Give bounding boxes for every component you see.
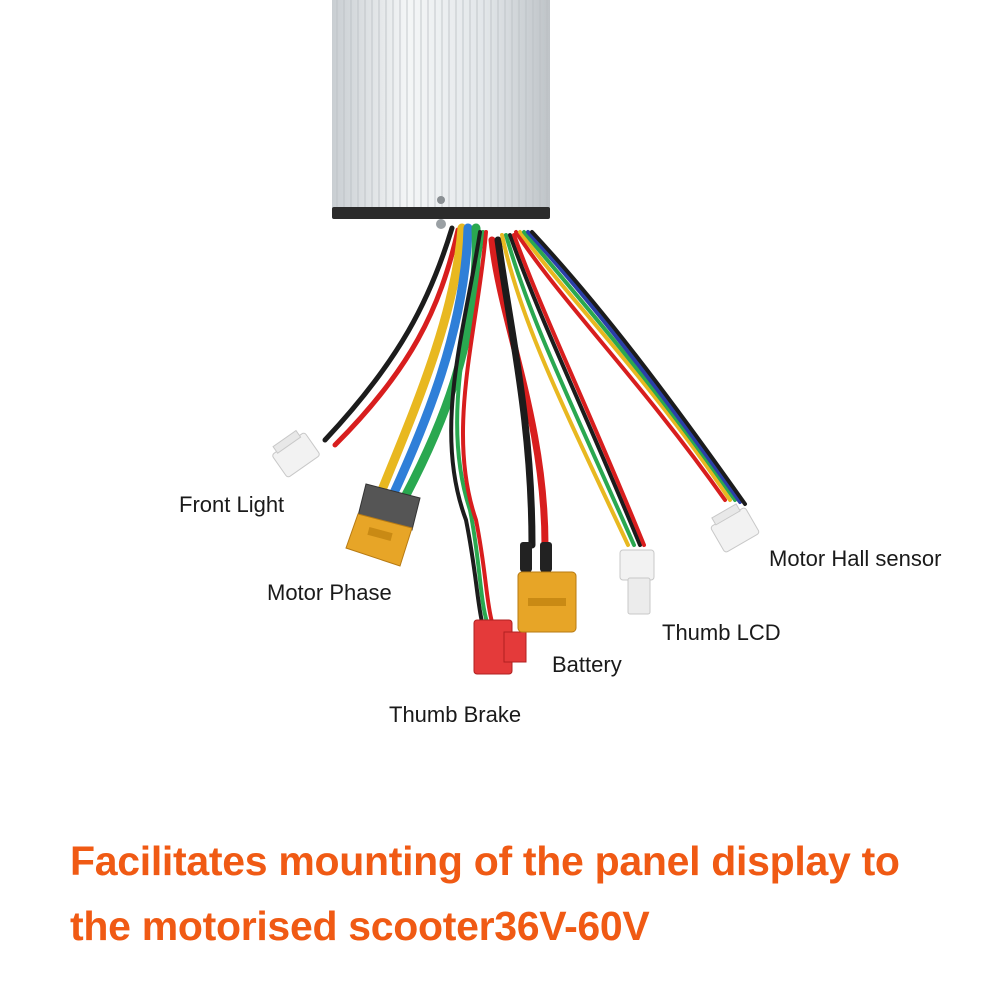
wire-lcd-green [504,233,636,547]
wire-phase-yellow [375,223,467,500]
label-motor-phase: Motor Phase [267,580,392,605]
caption-line-1: Facilitates mounting of the panel displa… [70,838,900,884]
hall-sensor-connector [710,503,760,553]
wire-hall-black [530,230,747,506]
motor-phase-connector [345,483,421,567]
wire-lcd-black [508,233,642,547]
thumb-lcd-connector [619,549,655,615]
wire-brake-green [455,230,489,624]
grommet-icon [436,219,446,229]
label-thumb-lcd: Thumb LCD [662,620,781,645]
wire-front-light-red [332,227,461,448]
wire-hall-red [514,230,727,502]
wire-brake-red [461,230,494,624]
wire-lcd-yellow [500,233,630,547]
wire-brake-black [449,230,484,624]
wire-front-light-black [322,225,455,443]
label-battery: Battery [552,652,622,677]
front-light-connector [272,429,320,478]
caption-line-2: the motorised scooter36V-60V [70,903,650,949]
screw-icon [437,196,445,204]
wire-bundle [322,223,747,624]
label-motor-hall-sensor: Motor Hall sensor [769,546,942,571]
wire-hall-green [522,230,737,502]
wire-phase-blue [388,223,473,500]
label-front-light: Front Light [179,492,285,517]
wire-hall-navy [526,230,742,504]
wire-battery-black [494,236,536,549]
wire-hall-yellow [518,230,732,502]
label-thumb-brake: Thumb Brake [389,702,522,727]
wire-lcd-red [512,233,646,547]
thumb-brake-connector [473,619,527,675]
battery-connector [517,542,577,633]
controller-housing [332,0,550,229]
